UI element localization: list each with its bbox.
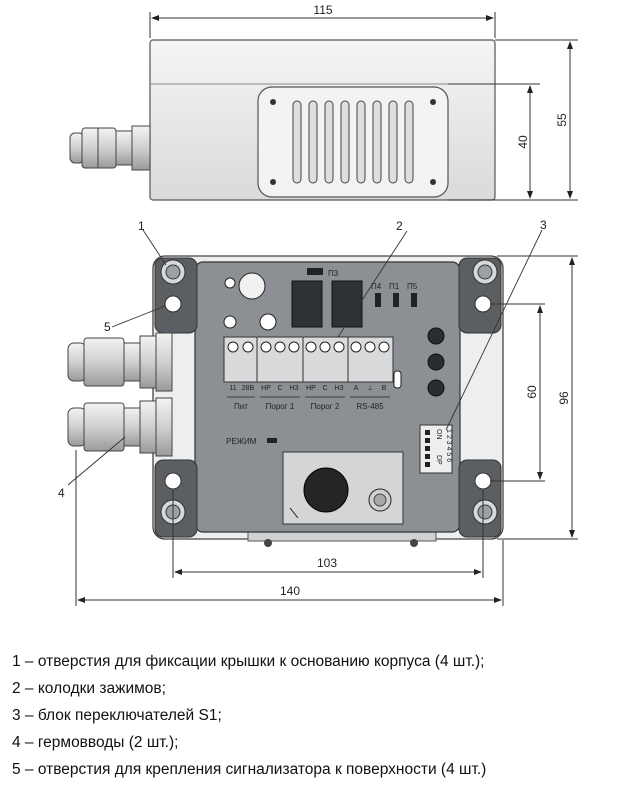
legend-item: 4 – гермовводы (2 шт.); <box>12 734 179 751</box>
group-pit: Пит <box>234 402 248 411</box>
callout-3: 3 <box>540 218 547 232</box>
legend-item: 3 – блок переключателей S1; <box>12 707 222 724</box>
label-p3: П3 <box>328 269 339 278</box>
label-p1: П1 <box>389 282 400 291</box>
dim-115: 115 <box>313 3 332 17</box>
legend-item: 5 – отверстия для крепления сигнализатор… <box>12 761 487 778</box>
svg-text:С: С <box>277 385 282 392</box>
svg-text:НЗ: НЗ <box>289 385 298 392</box>
svg-text:⊥: ⊥ <box>367 385 373 392</box>
mounting-holes <box>164 295 492 490</box>
label-p4: П4 <box>371 282 382 291</box>
group-porog2: Порог 2 <box>311 402 340 411</box>
svg-text:С: С <box>322 385 327 392</box>
svg-text:ON: ON <box>435 429 442 440</box>
callout-5: 5 <box>104 320 111 334</box>
vent-slots <box>292 100 414 184</box>
corner-screws <box>160 259 498 525</box>
dim-40: 40 <box>516 135 530 149</box>
dim-96: 96 <box>557 391 571 405</box>
legend-item: 1 – отверстия для фиксации крышки к осно… <box>12 653 485 670</box>
legend: 1 – отверстия для фиксации крышки к осно… <box>12 648 632 783</box>
svg-text:НЗ: НЗ <box>334 385 343 392</box>
dim-55: 55 <box>555 113 569 127</box>
svg-text:1 2 3 4 5 6: 1 2 3 4 5 6 <box>445 429 452 462</box>
group-porog1: Порог 1 <box>266 402 295 411</box>
front-view: П3 П4 П1 П5 11 28В НР <box>58 218 578 606</box>
legend-item: 2 – колодки зажимов; <box>12 680 166 697</box>
svg-text:НР: НР <box>306 385 316 392</box>
label-mode: РЕЖИМ <box>226 437 257 446</box>
dip-switch: ON DP 1 2 3 4 5 6 <box>419 424 453 474</box>
svg-text:А: А <box>354 385 359 392</box>
cable-gland-upper <box>67 332 173 392</box>
terminal-labels: 11 28В НР С НЗ НР С НЗ А ⊥ В <box>229 385 386 392</box>
vent-screws <box>270 99 436 185</box>
callout-2: 2 <box>396 219 403 233</box>
callout-1: 1 <box>138 219 145 233</box>
svg-text:11: 11 <box>229 385 236 392</box>
terminal-block <box>223 336 402 389</box>
svg-text:DP: DP <box>435 455 442 465</box>
cable-gland-lower <box>67 397 173 457</box>
group-rs485: RS-485 <box>356 402 384 411</box>
svg-text:В: В <box>382 385 387 392</box>
side-cable-gland <box>69 125 151 171</box>
vent-panel <box>257 86 449 198</box>
technical-drawing: 115 40 55 <box>58 3 578 606</box>
dim-140: 140 <box>280 584 300 598</box>
dim-60: 60 <box>525 385 539 399</box>
label-p5: П5 <box>407 282 418 291</box>
svg-text:НР: НР <box>261 385 271 392</box>
dim-103: 103 <box>317 556 337 570</box>
callout-4: 4 <box>58 486 65 500</box>
side-view: 115 40 55 <box>69 3 578 201</box>
svg-text:28В: 28В <box>242 385 255 392</box>
